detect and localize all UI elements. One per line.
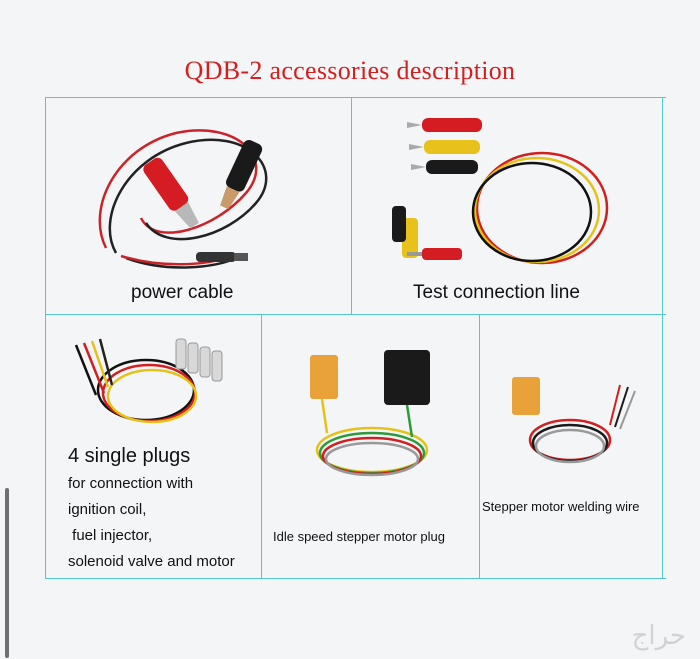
grid-bottom-divider-1	[261, 314, 262, 578]
grid-mid-line	[45, 314, 666, 315]
welding-wire-caption: Stepper motor welding wire	[482, 499, 640, 514]
single-plugs-line-2: ignition coil,	[68, 501, 147, 518]
grid-top-line	[45, 97, 666, 98]
grid-left-line	[45, 97, 46, 578]
grid-top-divider	[351, 97, 352, 314]
welding-wire-cell: Stepper motor welding wire	[480, 315, 662, 578]
grid-bottom-divider-2	[479, 314, 480, 578]
page-title: QDB-2 accessories description	[184, 56, 516, 85]
test-connection-line-cell: Test connection line	[352, 98, 662, 314]
single-plugs-line-4: solenoid valve and motor	[68, 553, 235, 570]
test-connection-line-caption: Test connection line	[413, 282, 580, 303]
test-connection-line-image	[392, 118, 609, 265]
single-plugs-image	[74, 338, 223, 424]
single-plugs-line-3: fuel injector,	[68, 527, 153, 544]
grid-bottom-line	[45, 578, 666, 579]
idle-speed-plug-caption: Idle speed stepper motor plug	[273, 529, 445, 544]
idle-speed-plug-image	[310, 350, 430, 477]
idle-speed-plug-cell: Idle speed stepper motor plug	[262, 315, 479, 578]
single-plugs-line-1: for connection with	[68, 475, 194, 492]
power-cable-image	[98, 129, 268, 269]
scrollbar[interactable]	[5, 488, 9, 658]
single-plugs-cell: 4 single plugs for connection with ignit…	[46, 315, 261, 578]
watermark-logo: حراج	[631, 621, 686, 651]
power-cable-cell: power cable	[46, 98, 351, 314]
single-plugs-heading: 4 single plugs	[68, 445, 191, 467]
grid-right-line	[662, 97, 663, 578]
single-plugs-caption: 4 single plugs for connection with ignit…	[68, 441, 235, 575]
power-cable-caption: power cable	[131, 282, 234, 303]
welding-wire-image	[512, 377, 636, 464]
